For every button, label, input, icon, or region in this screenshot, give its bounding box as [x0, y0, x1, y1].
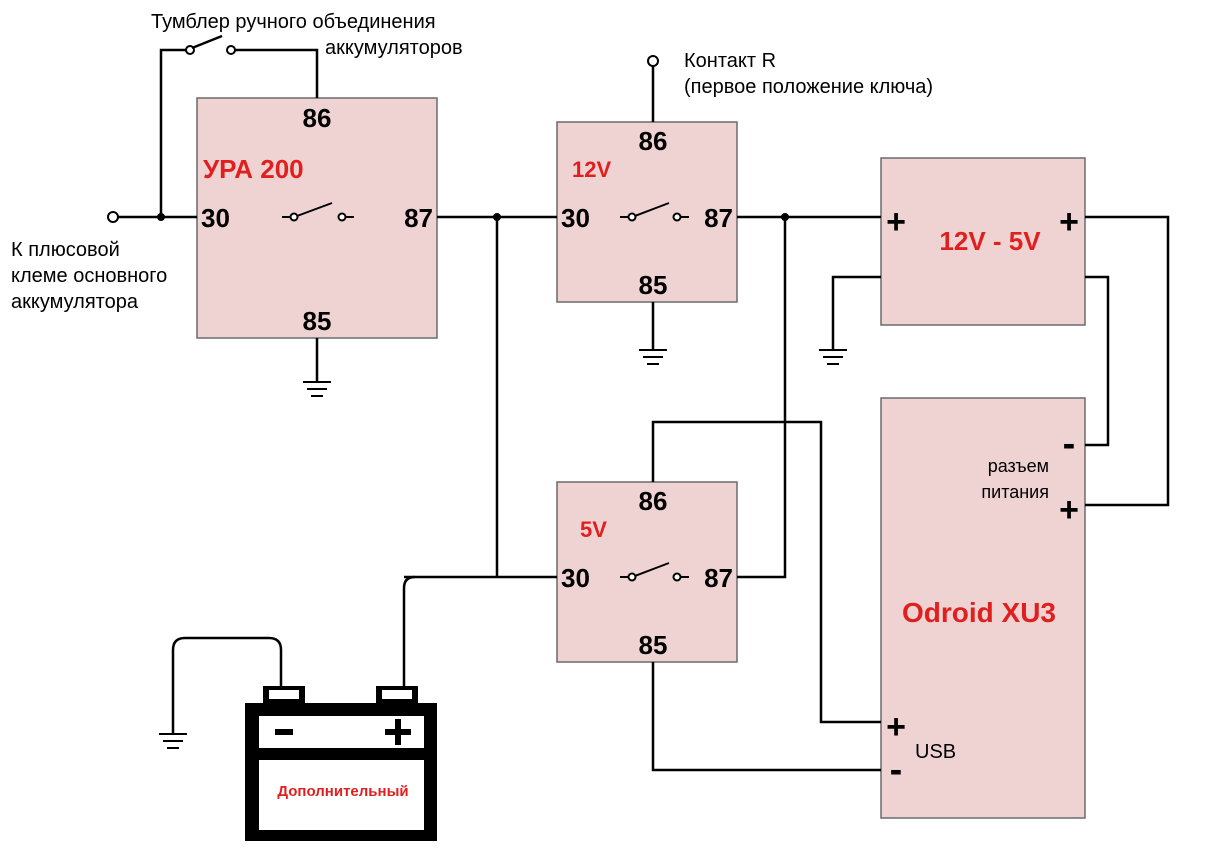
- ground-icon: [639, 349, 667, 365]
- relay-5v-name: 5V: [580, 517, 607, 542]
- converter-out-plus: +: [1059, 203, 1079, 241]
- wire-5v86-to-usb-plus: [651, 420, 881, 724]
- main-battery-label-line3: аккумулятора: [11, 291, 139, 313]
- relay-5v-pin-85: 85: [639, 630, 668, 660]
- wire-battery-plus: [402, 575, 416, 686]
- power-connector-label-line1: разъем: [988, 456, 1049, 476]
- battery-label: Дополнительный: [277, 783, 408, 800]
- relay-ura200-name: УРА 200: [203, 154, 304, 184]
- relay-ura200-pin-86: 86: [303, 103, 332, 133]
- converter-box: [880, 157, 1086, 326]
- relay-12v-pin-86: 86: [639, 126, 668, 156]
- relay-ura200-pin-87: 87: [404, 203, 433, 233]
- relay-5v-pin-86: 86: [639, 486, 668, 516]
- wire-toggle-right: [231, 48, 319, 98]
- relay-5v-pin-87: 87: [704, 563, 733, 593]
- relay-ura200-pin-85: 85: [303, 306, 332, 336]
- ground-icon: [159, 733, 187, 749]
- converter-name: 12V - 5V: [939, 226, 1041, 256]
- toggle-contact-right: [226, 45, 236, 55]
- odroid-box: [880, 397, 1086, 819]
- wire-5v85-to-usb-minus: [651, 662, 881, 772]
- usb-minus-sign: -: [890, 749, 903, 791]
- toggle-label-line2: аккумуляторов: [325, 37, 463, 59]
- relay-12v-pin-85: 85: [639, 270, 668, 300]
- relay-switch-icon: [620, 562, 689, 582]
- power-minus-sign: -: [1063, 423, 1076, 465]
- battery-icon: [245, 686, 437, 841]
- usb-plus-sign: +: [886, 708, 906, 746]
- relay-ura200-box: [196, 97, 438, 339]
- odroid-name: Odroid XU3: [902, 597, 1056, 628]
- converter-in-plus: +: [886, 203, 906, 241]
- toggle-switch-lever: [191, 34, 223, 50]
- contact-r-label-line1: Контакт R: [684, 50, 776, 72]
- relay-12v-pin-87: 87: [704, 203, 733, 233]
- toggle-label-line1: Тумблер ручного объединения: [151, 11, 436, 33]
- main-battery-label-line1: К плюсовой: [11, 239, 120, 261]
- relay-12v-pin-30: 30: [561, 203, 590, 233]
- wire-battery-minus-ground: [171, 636, 283, 734]
- power-plus-sign: +: [1059, 491, 1079, 529]
- relay-12v-name: 12V: [572, 157, 611, 182]
- relay-5v-pin-30: 30: [561, 563, 590, 593]
- contact-r-label-line2: (первое положение ключа): [684, 76, 933, 98]
- wire-converter-ground: [831, 275, 881, 350]
- wire-toggle-left: [159, 48, 186, 217]
- power-connector-label-line2: питания: [981, 482, 1049, 502]
- relay-ura200-pin-30: 30: [201, 203, 230, 233]
- ground-icon: [819, 349, 847, 365]
- relay-switch-icon: [620, 202, 689, 222]
- main-battery-terminal: [107, 211, 119, 223]
- main-battery-label-line2: клеме основного: [11, 265, 167, 287]
- ground-icon: [303, 381, 331, 397]
- wire-converter-minus-out: [1085, 275, 1110, 447]
- usb-label: USB: [915, 741, 956, 763]
- contact-r-terminal: [647, 55, 659, 67]
- relay-switch-icon: [282, 202, 354, 222]
- wire-converter-plus-out: [1085, 215, 1170, 507]
- wire-12v87-to-5v87: [737, 217, 787, 579]
